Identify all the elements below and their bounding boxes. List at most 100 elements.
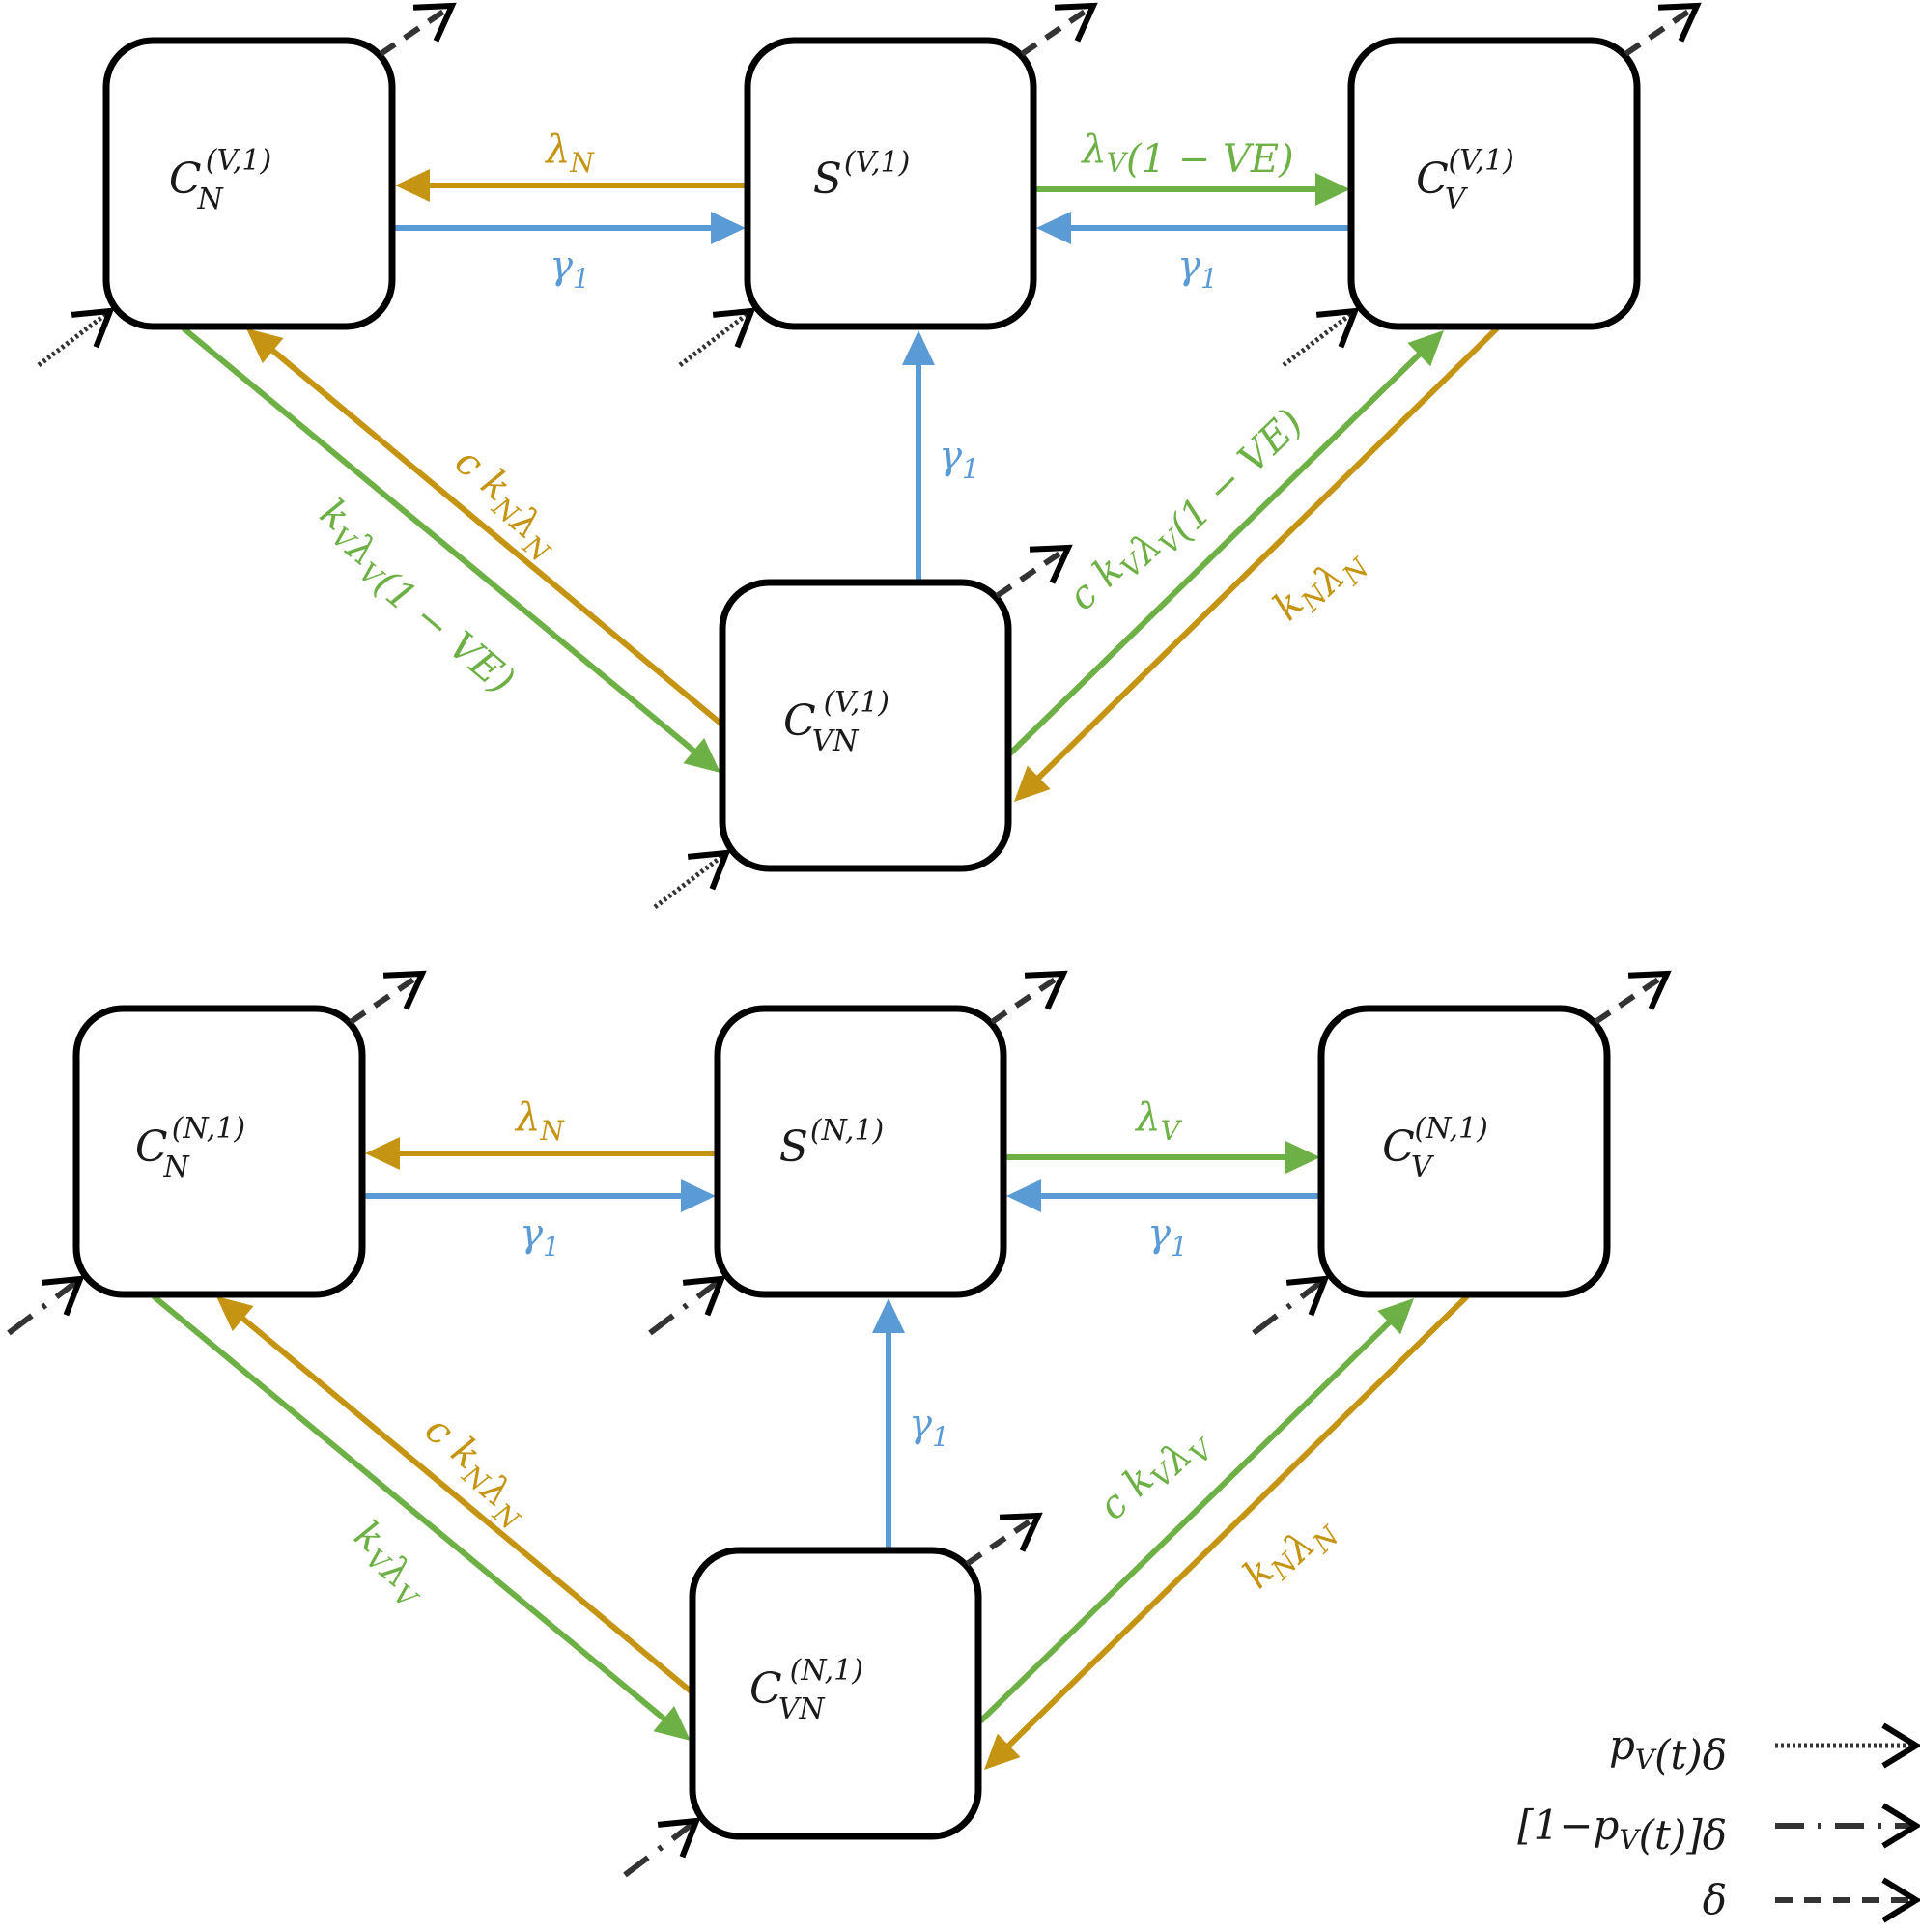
birth-arrow-c_vn [653, 849, 731, 909]
compartment-label: CN(V,1) [169, 144, 271, 216]
arrow-cn-to-cvn [182, 326, 720, 773]
arrow-cv-to-s [1006, 1179, 1322, 1212]
compartment-c-v-vaccinated: CV(V,1) [1347, 37, 1641, 330]
compartment-box [1347, 37, 1641, 330]
compartment-label: S(V,1) [813, 146, 911, 204]
compartment-c-vn-unvaccinated: CVN(N,1) [689, 1547, 982, 1840]
legend-label: pV(t)δ [1609, 1721, 1727, 1778]
arrowhead [365, 1137, 400, 1170]
arrowhead [246, 328, 284, 364]
arrowhead [1377, 1298, 1414, 1335]
arrow-s-to-cv [1033, 173, 1350, 206]
compartment-c-n-unvaccinated: CN(N,1) [72, 1005, 366, 1298]
arrowhead [653, 1705, 691, 1741]
death-arrow-s [990, 970, 1068, 1025]
arrow-cvn-to-cn [216, 1296, 696, 1697]
compartment-label: S(N,1) [779, 1114, 885, 1172]
rate-label-cvn-to-cv: c kVλV [1090, 1411, 1222, 1541]
compartment-box [719, 579, 1012, 872]
arrowhead [711, 212, 746, 244]
compartment-label: CV(V,1) [1416, 144, 1514, 216]
compartment-box [714, 1005, 1007, 1298]
arrowhead [1285, 1141, 1320, 1174]
rate-label-cn-to-cvn: kVλV [335, 1512, 443, 1616]
death-arrow-c_v [1594, 970, 1672, 1025]
death-arrow-c_n [349, 970, 427, 1025]
arrowhead [1036, 212, 1071, 244]
birth-arrow-c_v [1252, 1275, 1330, 1336]
rate-label-cv-to-cvn: kNλN [1235, 1498, 1347, 1609]
arrow-s-to-cn [395, 169, 748, 202]
legend-label: [1−pV(t)]δ [1517, 1802, 1727, 1859]
compartment-box [102, 37, 396, 330]
arrow-cvn-to-s [872, 1298, 905, 1550]
arrow-cn-to-s [362, 1179, 716, 1212]
rate-label-s-to-cn: λN [544, 128, 595, 179]
compartment-box [689, 1547, 982, 1840]
compartment-c-n-vaccinated: CN(V,1) [102, 37, 396, 330]
death-arrow-c_n [379, 2, 457, 57]
arrow-s-to-cv [1003, 1141, 1320, 1174]
compartment-box [744, 37, 1037, 330]
legend-arrow-dashed [1775, 1877, 1920, 1923]
arrowhead [1407, 330, 1444, 367]
legend-item-dashdot: [1−pV(t)]δ [1517, 1802, 1920, 1859]
arrowhead [681, 1179, 716, 1212]
arrowhead [1014, 765, 1051, 802]
birth-arrow-c_n [7, 1275, 85, 1336]
arrow-cvn-to-s [902, 330, 935, 582]
arrow-s-to-cn [365, 1137, 718, 1170]
arrow-cv-to-cvn [1014, 326, 1500, 802]
arrowhead [1315, 173, 1350, 206]
arrowhead [216, 1296, 254, 1332]
compartment-label: CN(N,1) [135, 1112, 245, 1184]
rate-label-cn-to-s: γ1 [550, 243, 590, 295]
birth-arrow-s [678, 307, 756, 367]
arrowhead [902, 330, 935, 365]
compartment-box [1317, 1005, 1611, 1298]
compartment-box [72, 1005, 366, 1298]
death-arrow-c_vn [965, 1512, 1043, 1567]
rate-label-cvn-to-s: γ1 [909, 1402, 949, 1453]
compartment-label: CVN(N,1) [749, 1654, 863, 1726]
arrowhead [1006, 1179, 1041, 1212]
legend: pV(t)δ [1−pV(t)]δ δ [1517, 1721, 1920, 1923]
rate-label-cv-to-s: γ1 [1147, 1211, 1188, 1263]
compartment-s-vaccinated: S(V,1) [744, 37, 1037, 330]
death-arrow-s [1020, 2, 1098, 57]
compartment-label: CVN(V,1) [783, 686, 889, 758]
compartment-label: CV(N,1) [1382, 1112, 1488, 1184]
rate-label-cv-to-s: γ1 [1177, 243, 1218, 295]
legend-item-dashed: δ [1703, 1876, 1920, 1923]
arrowhead [984, 1733, 1021, 1770]
legend-item-dotted: pV(t)δ [1609, 1721, 1920, 1778]
arrowhead [395, 169, 430, 202]
arrow-cn-to-cvn [152, 1293, 691, 1741]
arrow-cvn-to-cn [246, 328, 726, 729]
rate-label-cn-to-s: γ1 [520, 1211, 560, 1263]
birth-arrow-c_v [1282, 307, 1360, 367]
arrow-cvn-to-cv [977, 1298, 1414, 1724]
arrow-cvn-to-cv [1007, 330, 1444, 756]
birth-arrow-s [648, 1275, 726, 1336]
death-arrow-c_vn [995, 544, 1073, 599]
legend-label: δ [1703, 1876, 1727, 1923]
arrow-cn-to-s [392, 212, 746, 244]
compartment-s-unvaccinated: S(N,1) [714, 1005, 1007, 1298]
arrow-cv-to-s [1036, 212, 1352, 244]
birth-arrow-c_n [37, 307, 115, 367]
birth-arrow-c_vn [623, 1817, 701, 1878]
legend-arrow-dashdot [1775, 1803, 1920, 1849]
rate-label-cvn-to-s: γ1 [939, 434, 979, 485]
rate-label-cv-to-cvn: kNλN [1265, 530, 1377, 641]
arrowhead [683, 737, 720, 773]
death-arrow-c_v [1624, 2, 1702, 57]
rate-label-s-to-cn: λN [514, 1095, 565, 1147]
legend-arrow-dotted [1775, 1722, 1920, 1769]
rate-label-s-to-cv: λV(1 − VE) [1080, 128, 1293, 182]
arrow-cv-to-cvn [984, 1293, 1470, 1770]
rate-label-s-to-cv: λV [1134, 1095, 1182, 1147]
